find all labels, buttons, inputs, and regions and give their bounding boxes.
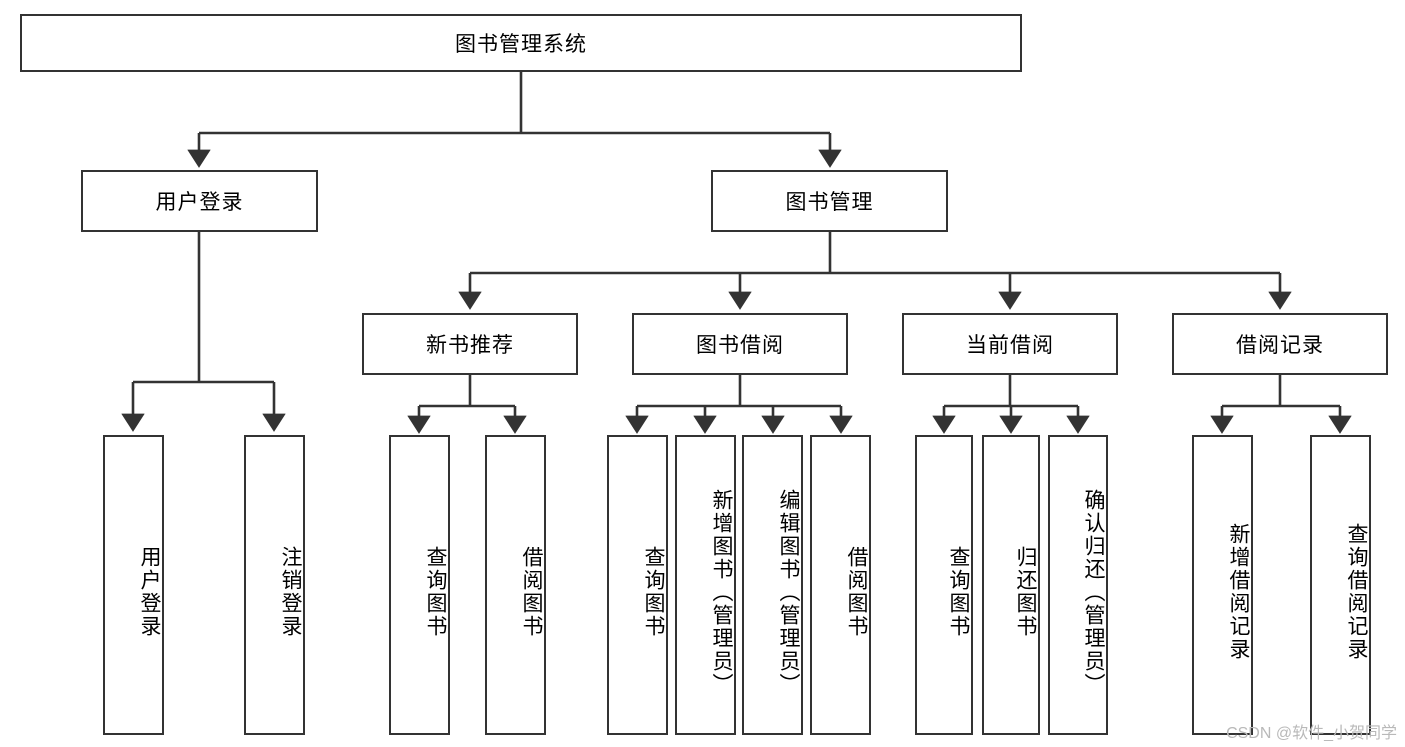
leaf-add-borrow-record[interactable]: 新增借阅记录: [1192, 435, 1253, 735]
leaf-query-book-recommend-label: 查询图书: [424, 546, 447, 638]
leaf-user-login-label: 用户登录: [138, 546, 161, 638]
node-current-borrow-label: 当前借阅: [966, 334, 1054, 357]
leaf-borrow-book[interactable]: 借阅图书: [810, 435, 871, 735]
node-book-management[interactable]: 图书管理: [711, 170, 948, 232]
leaf-return-book-label: 归还图书: [1014, 546, 1037, 638]
leaf-return-book[interactable]: 归还图书: [982, 435, 1040, 735]
node-book-borrow-label: 图书借阅: [696, 334, 784, 357]
node-new-book-recommend[interactable]: 新书推荐: [362, 313, 578, 375]
node-root[interactable]: 图书管理系统: [20, 14, 1022, 72]
leaf-query-book-current-label: 查询图书: [947, 546, 970, 638]
leaf-query-book-current[interactable]: 查询图书: [915, 435, 973, 735]
node-user-login-label: 用户登录: [155, 191, 244, 214]
leaf-user-logout[interactable]: 注销登录: [244, 435, 305, 735]
leaf-query-book-borrow-label: 查询图书: [642, 546, 665, 638]
node-book-management-label: 图书管理: [785, 191, 874, 214]
leaf-borrow-book-recommend-label: 借阅图书: [520, 546, 543, 638]
leaf-add-borrow-record-label: 新增借阅记录: [1227, 523, 1250, 661]
leaf-user-login[interactable]: 用户登录: [103, 435, 164, 735]
leaf-confirm-return-admin[interactable]: 确认归还（管理员）: [1048, 435, 1108, 735]
leaf-query-book-borrow[interactable]: 查询图书: [607, 435, 668, 735]
leaf-query-book-recommend[interactable]: 查询图书: [389, 435, 450, 735]
node-user-login[interactable]: 用户登录: [81, 170, 318, 232]
node-new-book-recommend-label: 新书推荐: [426, 334, 514, 357]
leaf-add-book-admin[interactable]: 新增图书（管理员）: [675, 435, 736, 735]
node-book-borrow[interactable]: 图书借阅: [632, 313, 848, 375]
leaf-borrow-book-label: 借阅图书: [845, 546, 868, 638]
leaf-query-borrow-record-label: 查询借阅记录: [1345, 523, 1368, 661]
node-current-borrow[interactable]: 当前借阅: [902, 313, 1118, 375]
leaf-borrow-book-recommend[interactable]: 借阅图书: [485, 435, 546, 735]
leaf-edit-book-admin[interactable]: 编辑图书（管理员）: [742, 435, 803, 735]
watermark: CSDN @软件_小贺同学: [1226, 725, 1397, 742]
node-borrow-records-label: 借阅记录: [1236, 334, 1324, 357]
node-borrow-records[interactable]: 借阅记录: [1172, 313, 1388, 375]
leaf-query-borrow-record[interactable]: 查询借阅记录: [1310, 435, 1371, 735]
leaf-confirm-return-admin-label: 确认归还（管理员）: [1082, 488, 1105, 696]
leaf-edit-book-admin-label: 编辑图书（管理员）: [777, 488, 800, 696]
leaf-user-logout-label: 注销登录: [279, 546, 302, 638]
leaf-add-book-admin-label: 新增图书（管理员）: [710, 488, 733, 696]
node-root-label: 图书管理系统: [455, 33, 587, 56]
